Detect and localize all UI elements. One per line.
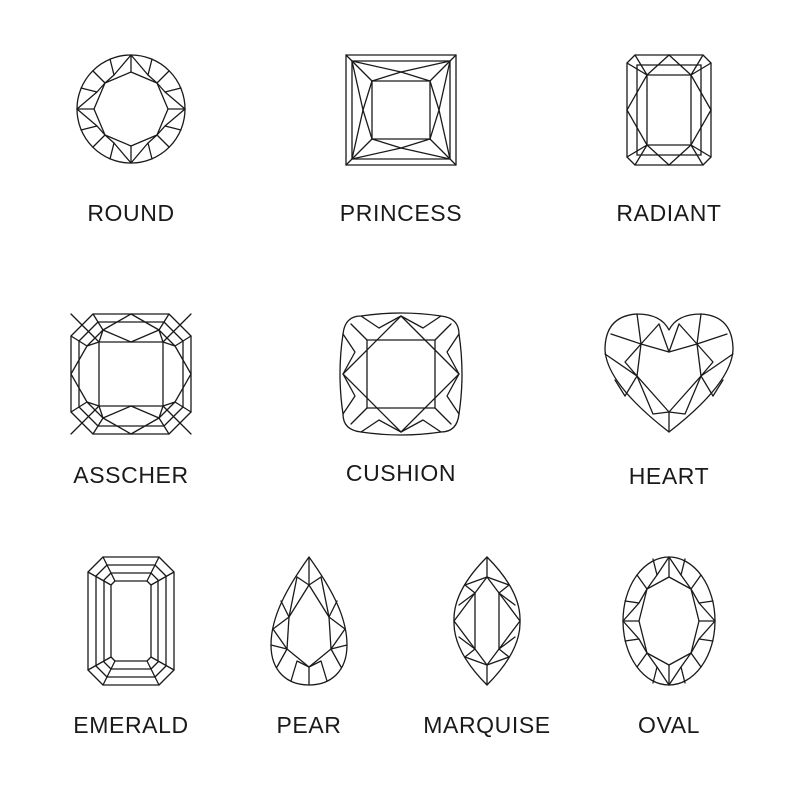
shape-princess: PRINCESS: [321, 53, 481, 227]
round-diamond-icon: [76, 54, 186, 164]
cushion-diamond-icon: [339, 312, 463, 436]
pear-diamond-icon: [270, 556, 348, 686]
shape-label: ROUND: [87, 200, 175, 226]
shape-oval: OVAL: [589, 555, 749, 739]
shape-label: ASSCHER: [73, 462, 189, 488]
shape-label: CUSHION: [345, 460, 457, 486]
shape-label: PEAR: [276, 712, 342, 738]
shape-marquise: MARQUISE: [407, 555, 567, 739]
asscher-diamond-icon: [70, 313, 192, 435]
shape-label: MARQUISE: [423, 712, 551, 738]
emerald-diamond-icon: [87, 556, 175, 686]
shape-label: RADIANT: [616, 200, 722, 226]
shape-label: OVAL: [637, 712, 701, 738]
shape-label: EMERALD: [73, 712, 189, 738]
shape-label: PRINCESS: [339, 200, 463, 226]
princess-diamond-icon: [345, 54, 457, 166]
shape-pear: PEAR: [229, 555, 389, 739]
shape-asscher: ASSCHER: [51, 313, 211, 489]
shape-emerald: EMERALD: [51, 555, 211, 739]
radiant-diamond-icon: [626, 54, 712, 166]
shape-heart: HEART: [589, 313, 749, 490]
shape-label: HEART: [628, 463, 710, 489]
shape-cushion: CUSHION: [321, 312, 481, 487]
heart-diamond-icon: [604, 313, 734, 433]
shape-radiant: RADIANT: [589, 53, 749, 227]
marquise-diamond-icon: [453, 556, 521, 686]
shape-round: ROUND: [51, 52, 211, 227]
oval-diamond-icon: [622, 556, 716, 686]
